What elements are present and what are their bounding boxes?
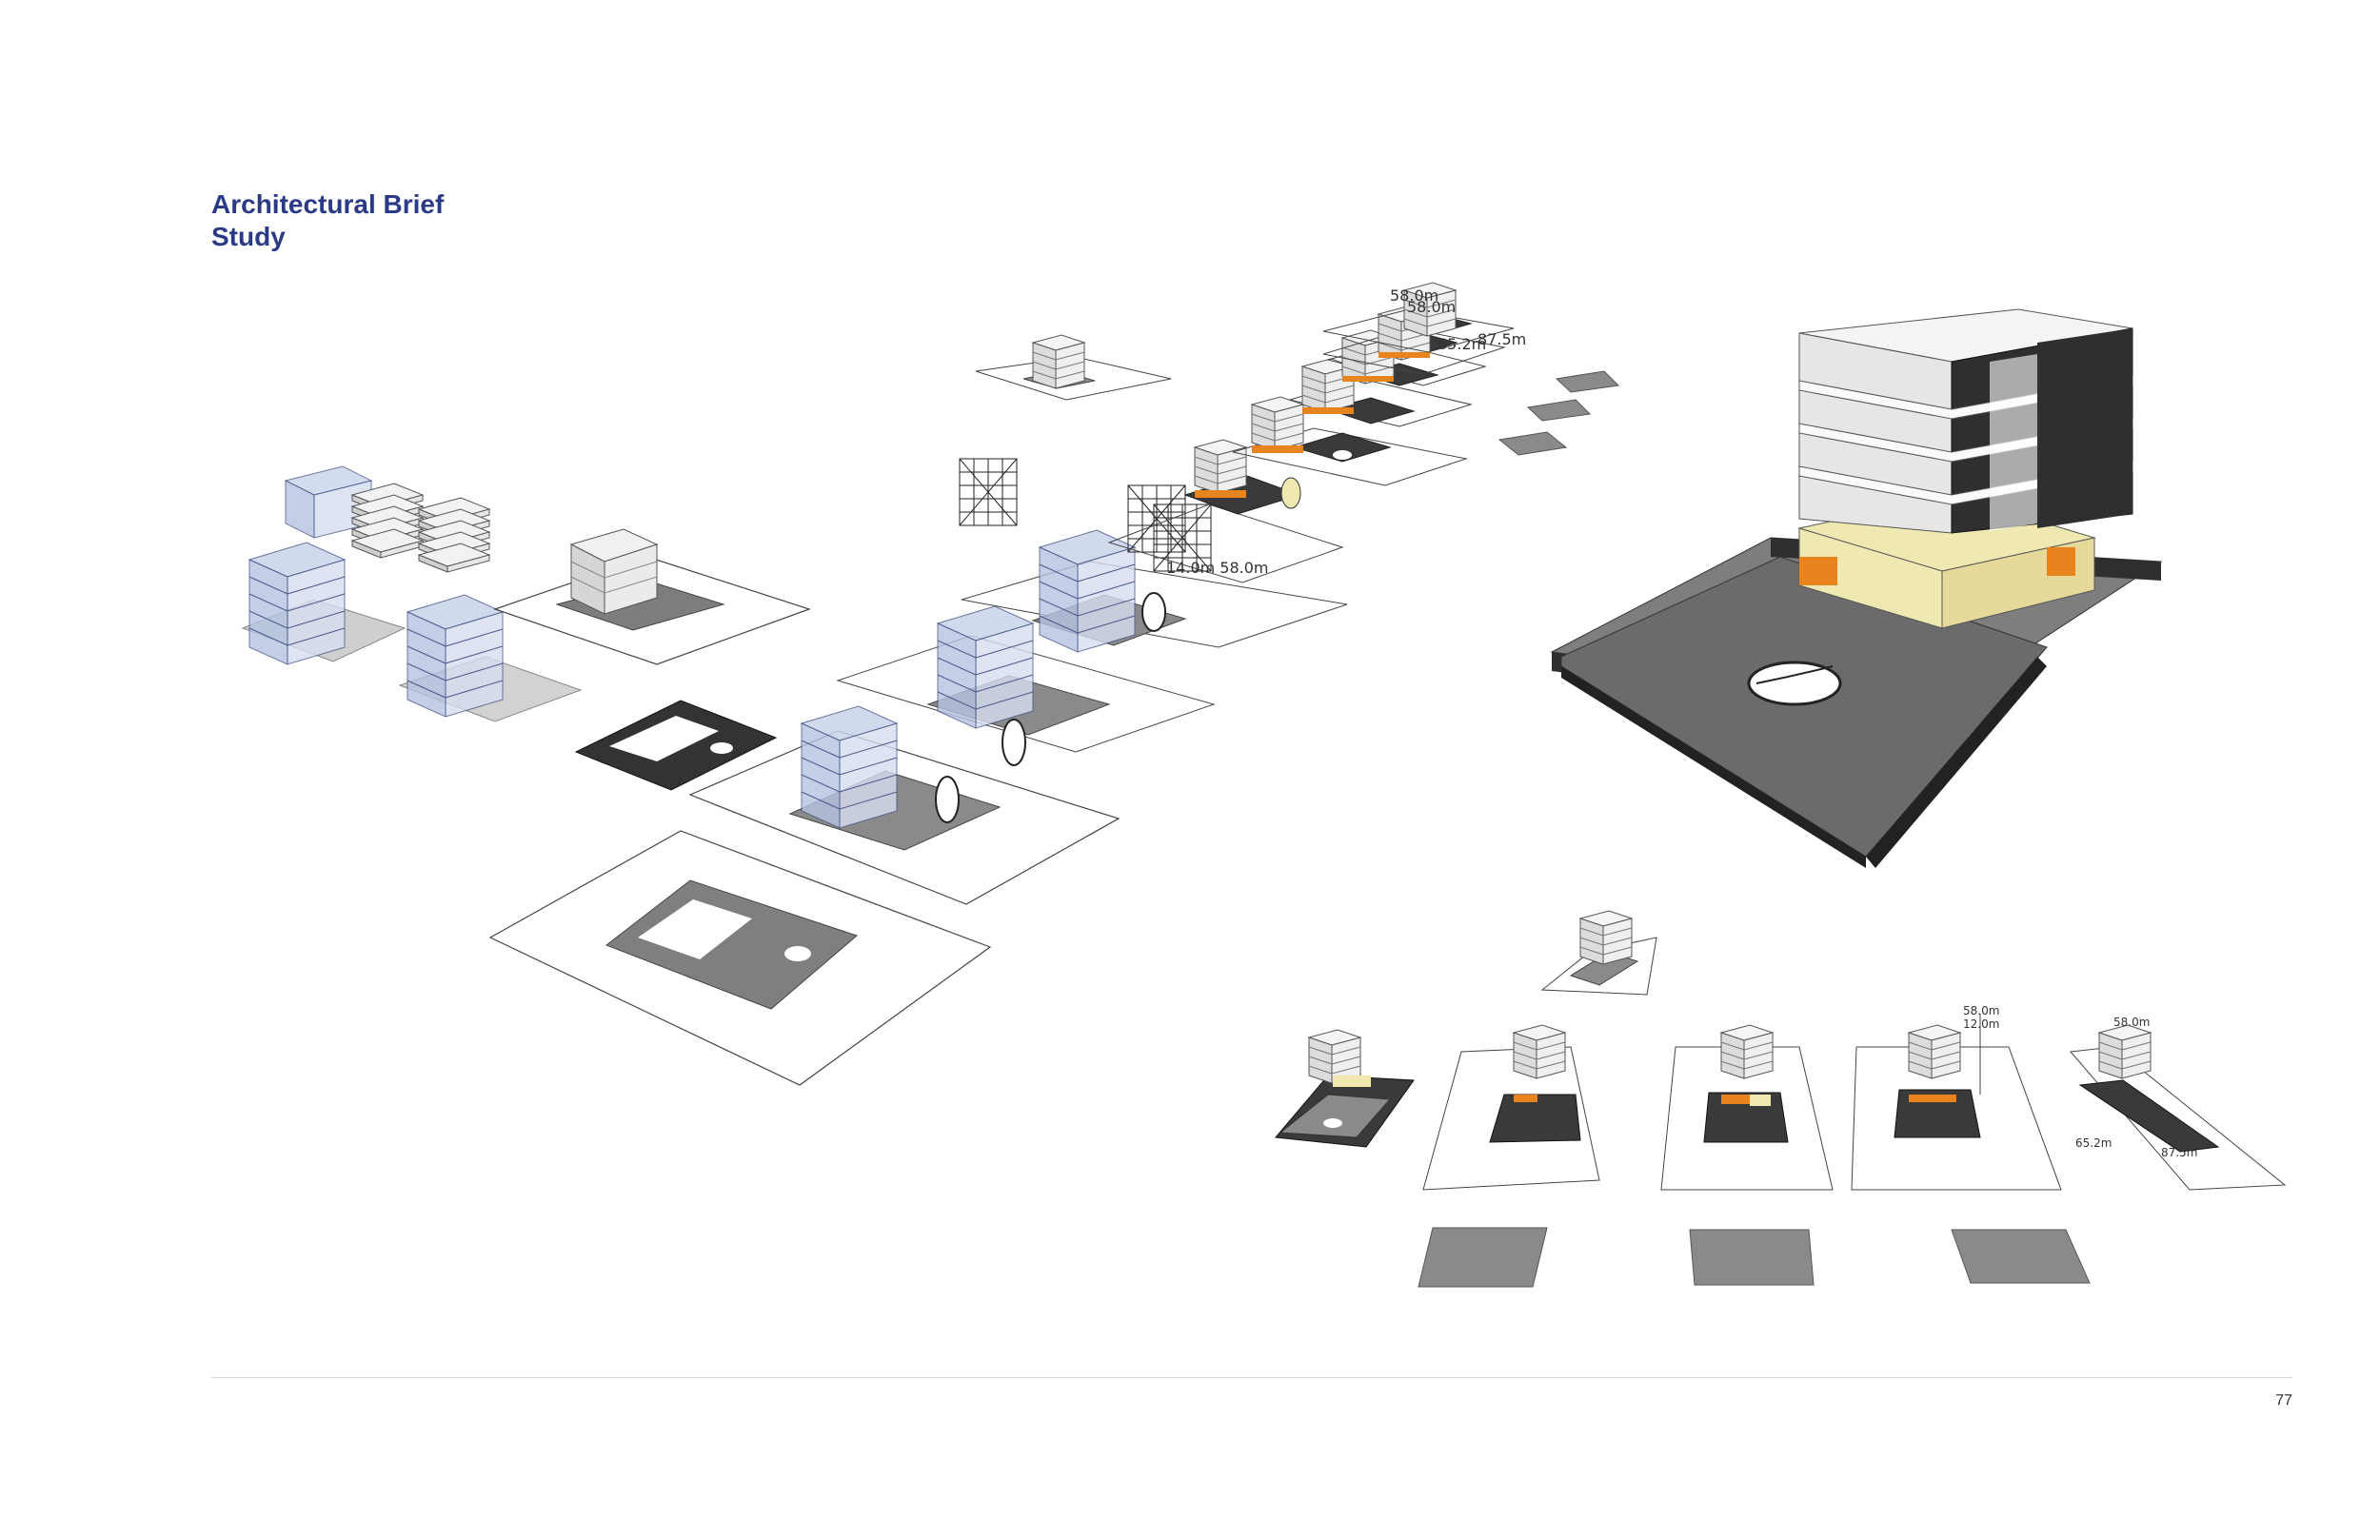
bottom-model-5: 58.0m 65.2m 87.5m [2070,1016,2287,1191]
bottom-model-4: 58.0m 12.0m [1851,1004,2062,1191]
upper-plate-block [975,334,1172,401]
page-number: 77 [2275,1392,2292,1409]
stacked-slabs-1 [351,483,424,559]
bottom-model-3 [1660,1024,1834,1191]
upper-block-sequence [1107,282,1515,583]
dim-label-b65: 65.2m [1438,335,1486,353]
dim-label-c652: 65.2m [2075,1136,2112,1150]
glass-massing-1 [248,542,346,665]
bottom-model-row: 58.0m 12.0m 58.0m 65.2m 87.5m [1275,1004,2287,1191]
dim-label-b58b: 58.0m [1407,298,1456,316]
grey-tiles-top [1497,370,1620,456]
dim-label-a58: 58.0m [1963,1004,1999,1017]
upper-dimension-labels: 58.0m 58.0m 65.2m 87.5m 14.0m 58.0m [1166,286,1526,577]
dim-label-b87: 87.5m [1478,330,1526,348]
bottom-top-model [1540,910,1657,996]
title-line-1: Architectural Brief [211,189,445,219]
grey-tiles-bottom [1418,1227,2091,1288]
dark-courtyard-plate [574,700,778,791]
footer-divider [211,1377,2292,1378]
dim-label-b58a: 58.0m [1390,286,1438,305]
bottom-model-2 [1422,1024,1600,1191]
glass-massing-sequence [688,529,1348,905]
featured-building-model [1550,308,2163,868]
dim-label-c58: 58.0m [2113,1016,2150,1029]
dim-label-c875: 87.5m [2161,1146,2197,1159]
dim-label-a12: 12.0m [1963,1017,1999,1031]
bottom-model-1 [1275,1029,1415,1148]
glass-massing-2 [407,594,504,718]
page-title: Architectural Brief Study [211,188,444,253]
left-study-cluster [241,465,583,722]
site-plate-block [493,528,811,665]
dim-label-d: 14.0m 58.0m [1166,559,1269,577]
title-line-2: Study [211,222,286,251]
large-site-plate [488,830,992,1086]
stacked-slabs-2 [418,497,490,573]
